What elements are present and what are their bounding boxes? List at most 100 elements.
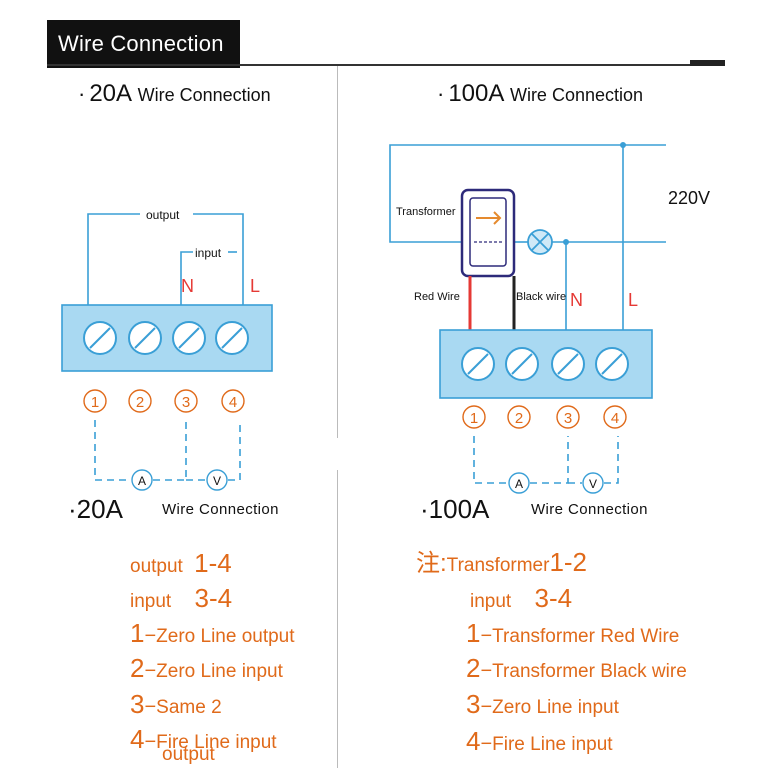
column-divider [337, 470, 338, 768]
right-heading-amp: 100A [448, 80, 505, 107]
left-output-label: output [146, 208, 180, 222]
right-screws [461, 347, 629, 381]
left-note-1: 1−Zero Line output [130, 618, 295, 648]
bullet: · [78, 81, 86, 106]
left-voltmeter [206, 469, 228, 491]
note-value: 3-4 [194, 583, 233, 613]
left-terminal-numbers [83, 389, 245, 413]
left-heading-amp: 20A [89, 80, 133, 107]
left-terminal-number-3: 3 [182, 394, 190, 411]
left-voltmeter-label: V [213, 474, 221, 488]
left-note-3: 3−Same 2 [130, 689, 222, 719]
left-footer-text: Wire Connection [162, 501, 279, 518]
right-note-1: 1−Transformer Red Wire [466, 618, 680, 648]
right-footer: ·100A [420, 494, 489, 525]
header-rule [47, 64, 725, 66]
voltage-label: 220V [668, 188, 710, 208]
left-meter-wiring [94, 420, 241, 481]
left-note-input: input 3-4 [130, 583, 232, 614]
left-note-output: output 1-4 [130, 548, 232, 579]
right-meter-wiring [473, 436, 619, 484]
right-terminal-numbers [462, 405, 627, 429]
left-terminal-number-4: 4 [229, 394, 237, 411]
page-title: Wire Connection [58, 31, 224, 56]
note-text: output [130, 556, 183, 577]
right-voltmeter-label: V [589, 477, 597, 491]
right-l-label: L [628, 290, 638, 310]
right-note-input: input 3-4 [470, 583, 572, 614]
note-text: Zero Line input [156, 661, 283, 682]
bullet: · [68, 494, 77, 524]
note-text: Same 2 [156, 697, 222, 718]
note-number: 1 [130, 618, 145, 648]
right-terminal-number-4: 4 [611, 410, 619, 427]
right-terminal-number-2: 2 [515, 410, 523, 427]
junction-dot [563, 239, 569, 245]
note-text: Transformer Red Wire [492, 626, 680, 647]
left-terminal-number-1: 1 [91, 394, 99, 411]
note-number: 2 [466, 653, 481, 683]
left-note-4-continued: output [162, 744, 215, 765]
left-input-wire [180, 251, 237, 305]
right-note-3: 3−Zero Line input [466, 689, 619, 719]
right-note-4: 4−Fire Line input [466, 726, 613, 756]
right-mains-wires [389, 144, 666, 330]
note-prefix: 注: [416, 550, 447, 577]
right-heading-text: Wire Connection [509, 85, 644, 105]
junction-dot [620, 142, 626, 148]
left-footer-amp: 20A [76, 494, 123, 524]
right-note-transformer: 注:Transformer1-2 [416, 543, 587, 578]
note-text: input [470, 591, 512, 612]
note-number: 3 [466, 689, 481, 719]
lamp-icon [527, 229, 553, 255]
red-wire-label: Red Wire [414, 291, 460, 303]
note-number: 4 [130, 724, 145, 754]
right-terminal-number-3: 3 [564, 410, 572, 427]
right-ammeter [508, 472, 530, 494]
bullet: · [437, 81, 445, 106]
left-footer: ·20A [68, 494, 123, 525]
note-value: 3-4 [534, 583, 573, 613]
note-text: Fire Line input [156, 732, 277, 753]
left-heading-text: Wire Connection [137, 85, 271, 105]
note-text: Zero Line input [492, 697, 619, 718]
left-n-label: N [181, 276, 194, 296]
note-number: 4 [466, 726, 481, 756]
note-number: 2 [130, 653, 145, 683]
right-note-2: 2−Transformer Black wire [466, 653, 687, 683]
note-value: 1-4 [194, 548, 232, 578]
note-text: Fire Line input [492, 734, 613, 755]
transformer-label: Transformer [396, 206, 456, 218]
left-input-label: input [195, 246, 222, 260]
left-ammeter-label: A [138, 474, 146, 488]
left-note-4: 4−Fire Line input [130, 724, 277, 754]
transformer-arrow-icon [476, 211, 502, 225]
left-screws [83, 321, 249, 355]
note-number: 3 [130, 689, 145, 719]
right-ammeter-label: A [515, 477, 523, 491]
note-text: Zero Line output [156, 626, 295, 647]
note-text: input [130, 591, 172, 612]
left-note-2: 2−Zero Line input [130, 653, 283, 683]
right-footer-amp: 100A [428, 494, 490, 524]
right-footer-text: Wire Connection [531, 501, 648, 518]
bullet: · [420, 494, 429, 524]
left-terminal-number-2: 2 [136, 394, 144, 411]
left-heading: ·20A Wire Connection [78, 80, 271, 108]
right-heading: ·100A Wire Connection [437, 80, 643, 108]
note-number: 1 [466, 618, 481, 648]
black-wire-label: Black wire [516, 291, 566, 303]
left-l-label: L [250, 276, 260, 296]
note-text: Transformer Black wire [492, 661, 687, 682]
header-bar [47, 20, 240, 68]
note-text: Transformer [446, 555, 550, 576]
left-ammeter [131, 469, 153, 491]
header-rule-cap [690, 60, 725, 66]
column-divider [337, 66, 338, 438]
left-output-wire [87, 213, 244, 305]
right-terminal-number-1: 1 [470, 410, 478, 427]
note-value: 1-2 [549, 547, 588, 577]
right-n-label: N [570, 290, 583, 310]
right-voltmeter [582, 472, 604, 494]
